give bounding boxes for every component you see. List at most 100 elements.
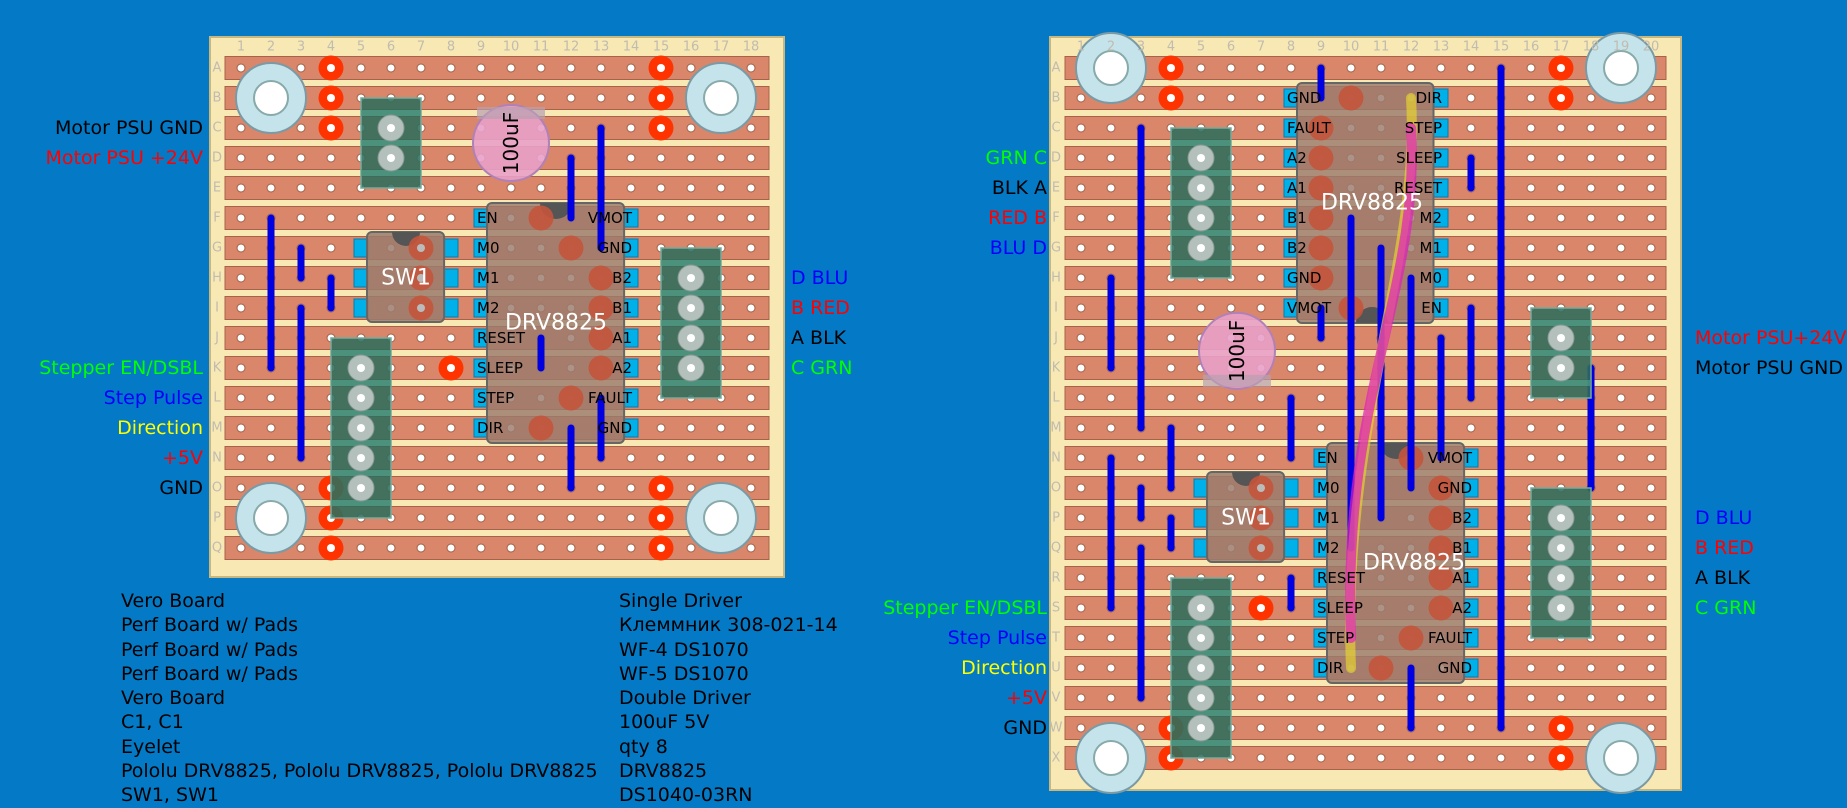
hole [1076, 273, 1086, 283]
hole [1557, 574, 1565, 582]
hole [1646, 153, 1656, 163]
hole [357, 394, 365, 402]
hole [1316, 693, 1326, 703]
hole [1646, 273, 1656, 283]
hole [1646, 483, 1656, 493]
hole [446, 483, 456, 493]
row-letter: H [212, 271, 222, 286]
solder-joint [528, 205, 554, 231]
hole [657, 514, 665, 522]
hole [1557, 724, 1565, 732]
hole [746, 303, 756, 313]
column-number: 16 [1523, 40, 1540, 55]
pin-pad [1283, 478, 1299, 498]
hole [1136, 453, 1146, 463]
hole [1106, 393, 1116, 403]
hole [266, 153, 276, 163]
hole [746, 543, 756, 553]
hole [1466, 723, 1476, 733]
column-number: 4 [1167, 40, 1175, 55]
hole [1197, 724, 1205, 732]
hole [1526, 723, 1536, 733]
hole [1646, 723, 1656, 733]
pin-pad [1193, 538, 1209, 558]
wire-label: Step Pulse [104, 387, 203, 409]
hole [1526, 123, 1536, 133]
hole [1646, 243, 1656, 253]
wire-label: B RED [791, 297, 850, 319]
hole [626, 123, 636, 133]
hole [1256, 303, 1266, 313]
bom-item: Double Driver [619, 687, 751, 710]
row-letter: E [213, 181, 221, 196]
flex-wire-magenta[interactable] [1345, 123, 1417, 643]
column-number: 1 [237, 40, 245, 55]
hole [1256, 123, 1266, 133]
hole [1076, 663, 1086, 673]
column-number: 17 [713, 40, 730, 55]
row-letter: V [1052, 691, 1061, 706]
hole [1256, 153, 1266, 163]
pin-label: EN [1317, 449, 1338, 467]
pin-label: B1 [612, 299, 632, 317]
hole [1346, 723, 1356, 733]
hole [296, 63, 306, 73]
hole [1526, 153, 1536, 163]
hole [746, 423, 756, 433]
row-letter: N [212, 451, 222, 466]
hole [1616, 663, 1626, 673]
hole [626, 153, 636, 163]
copper-strip [224, 56, 770, 80]
row-letter: Q [1051, 541, 1061, 556]
row-letter: C [1051, 121, 1060, 136]
hole [686, 183, 696, 193]
copper-strip [1064, 56, 1667, 80]
hole [536, 483, 546, 493]
solder-joint [558, 385, 584, 411]
hole [446, 393, 456, 403]
wire-label: Motor PSU GND [1695, 357, 1843, 379]
row-letter: O [1051, 481, 1061, 496]
column-number: 12 [563, 40, 580, 55]
hole [417, 274, 425, 282]
hole [236, 483, 246, 493]
row-letter: A [213, 61, 222, 76]
wire-label: BLU D [990, 237, 1047, 259]
hole [446, 123, 456, 133]
hole [506, 63, 516, 73]
hole [1526, 183, 1536, 193]
terminal-stripe [661, 260, 721, 266]
terminal-stripe [331, 470, 391, 476]
hole [1616, 153, 1626, 163]
hole [326, 153, 336, 163]
column-number: 14 [623, 40, 640, 55]
hole [1466, 63, 1476, 73]
wire-label: Motor PSU +24V [45, 147, 203, 169]
dip-switch-sw1[interactable] [1193, 471, 1299, 563]
terminal-stripe [1531, 350, 1591, 356]
hole [296, 543, 306, 553]
hole [686, 123, 696, 133]
hole [416, 453, 426, 463]
hole [1586, 93, 1596, 103]
hole [446, 333, 456, 343]
hole [1557, 64, 1565, 72]
pin-label: M1 [1317, 509, 1340, 527]
dip-switch-sw1[interactable] [353, 231, 459, 323]
hole [266, 183, 276, 193]
wire-label: +5V [162, 447, 203, 469]
hole [357, 424, 365, 432]
hole [1076, 483, 1086, 493]
hole [1076, 573, 1086, 583]
terminal-stripe [1171, 170, 1231, 176]
mounting-hole [1093, 740, 1129, 776]
terminal-stripe [1171, 710, 1231, 716]
hole [1256, 93, 1266, 103]
hole [266, 393, 276, 403]
hole [236, 393, 246, 403]
hole [1256, 723, 1266, 733]
terminal-stripe [1531, 620, 1591, 626]
column-number: 18 [743, 40, 760, 55]
hole [416, 543, 426, 553]
